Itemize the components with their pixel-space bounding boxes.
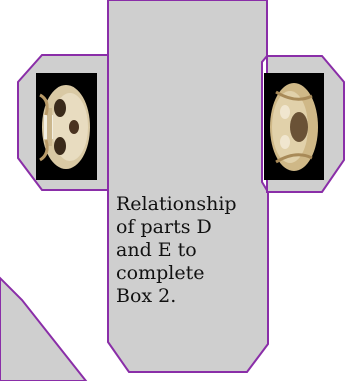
- center-panel-text: Relationship of parts D and E to complet…: [116, 193, 237, 307]
- skull-rear-view-image: [270, 83, 318, 171]
- skull-front-view-image: [39, 85, 90, 169]
- adjacent-net-panel: [0, 276, 89, 382]
- center-panel: [107, 0, 269, 373]
